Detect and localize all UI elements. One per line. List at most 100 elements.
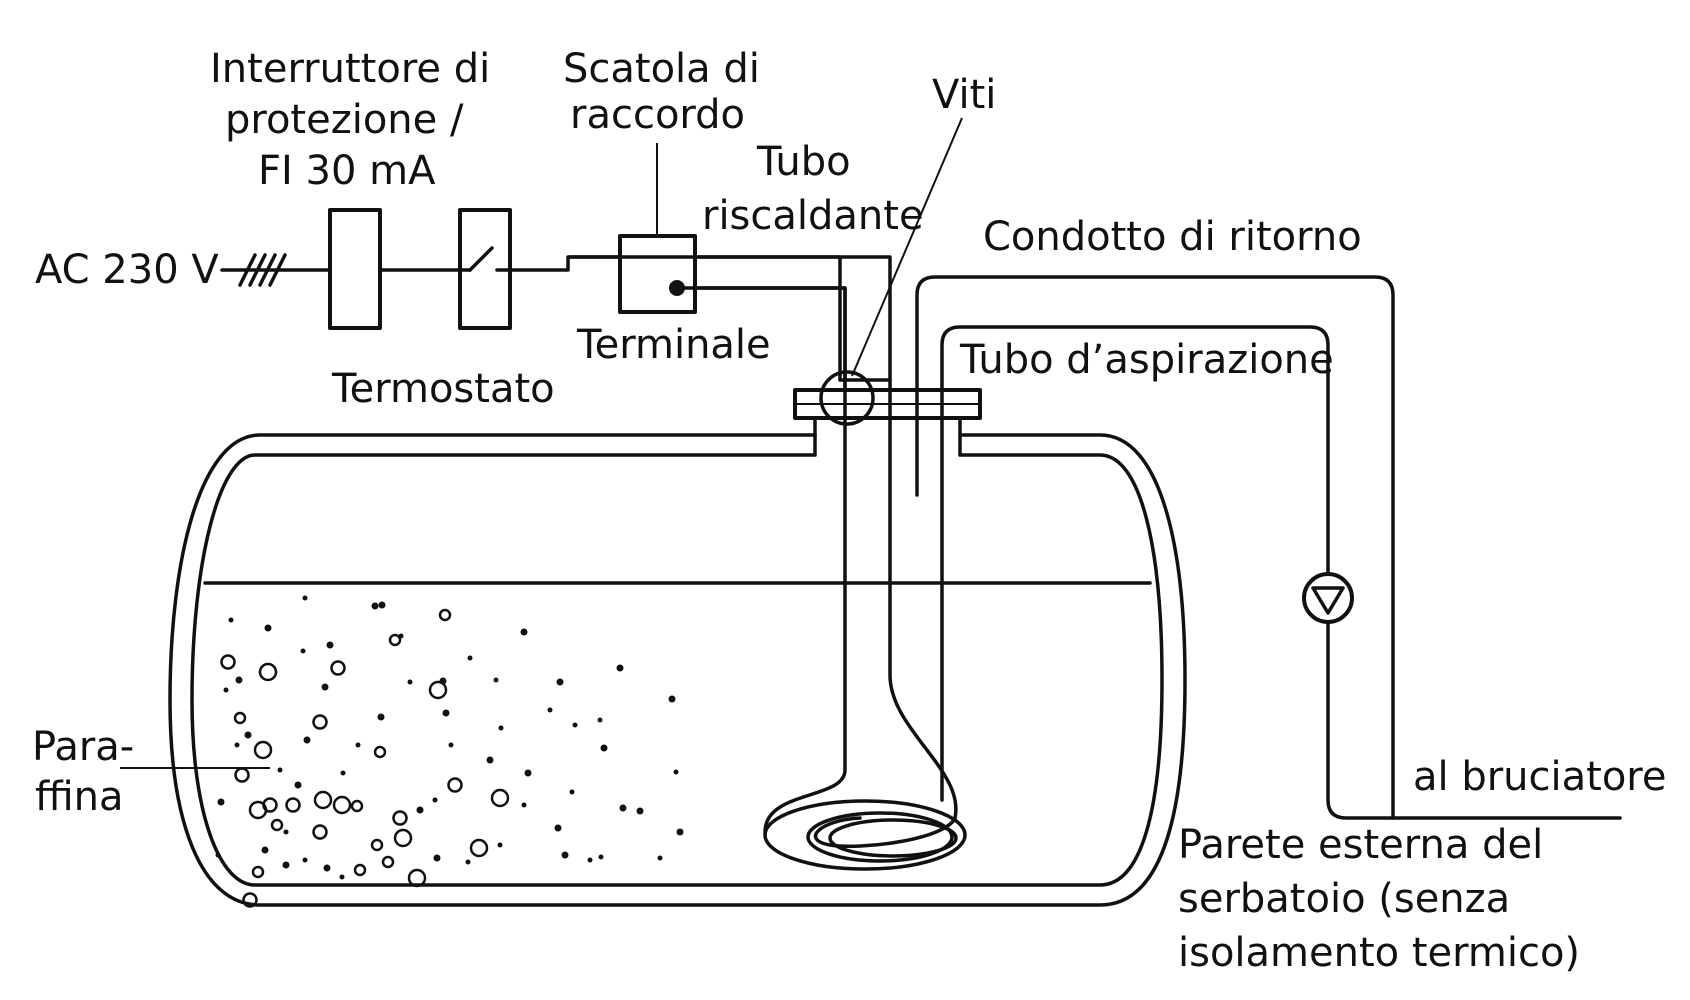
crystal-dot <box>323 864 331 872</box>
crystal-circle <box>313 790 333 810</box>
crystal-dot <box>569 789 575 795</box>
crystal-dot <box>261 846 269 854</box>
viti-label: Viti <box>932 72 996 118</box>
crystal-dot <box>657 855 663 861</box>
screws-marker <box>819 370 875 426</box>
crystal-dot <box>597 717 603 723</box>
crystal-dot <box>467 655 473 661</box>
crystal-dot <box>556 678 564 686</box>
crystal-circle <box>234 767 250 783</box>
crystal-circle <box>370 838 384 852</box>
crystal-circle <box>233 711 247 725</box>
crystal-circle <box>242 892 258 908</box>
crystal-dot <box>340 770 346 776</box>
crystal-dot <box>547 707 553 713</box>
power-line-3 <box>508 255 622 272</box>
crystal-circle <box>330 660 346 676</box>
crystal-dot <box>302 857 308 863</box>
pump-body <box>1302 572 1354 624</box>
crystal-circle <box>270 818 284 832</box>
heating-tube-top <box>693 255 892 382</box>
parete-label-line1: Parete esterna del <box>1178 822 1543 868</box>
interruttore-label-line2: protezione / <box>225 97 464 143</box>
crystal-dot <box>561 851 569 859</box>
crystal-circle <box>490 788 510 808</box>
crystal-circle <box>258 662 278 682</box>
pump-icon <box>1302 572 1354 624</box>
crystal-dot <box>521 802 527 808</box>
tubo-riscaldante-label-line2: riscaldante <box>702 193 924 239</box>
crystal-circle <box>350 799 364 813</box>
crystal-dot <box>223 687 229 693</box>
crystal-dot <box>244 731 252 739</box>
crystal-dot <box>600 744 608 752</box>
tubo-riscaldante-label-line1: Tubo <box>756 139 851 185</box>
heating-coil-middle <box>806 811 954 863</box>
crystal-circle <box>438 608 452 622</box>
crystal-dot <box>378 601 386 609</box>
crystal-dot <box>326 641 334 649</box>
crystal-circle <box>332 795 352 815</box>
crystal-circle <box>428 680 448 700</box>
crystal-dot <box>217 798 225 806</box>
crystal-dot <box>439 677 447 685</box>
pump-triangle <box>1311 586 1345 615</box>
crystal-dot <box>554 824 562 832</box>
crystal-dot <box>300 648 306 654</box>
crystal-circle <box>251 865 265 879</box>
crystal-dot <box>432 797 438 803</box>
parete-label-line3: isolamento termico) <box>1178 930 1580 976</box>
crystal-dot <box>321 683 329 691</box>
crystal-dot <box>433 854 441 862</box>
heating-tube-line <box>568 255 958 849</box>
crystal-dot <box>398 633 404 639</box>
crystal-dot <box>676 828 684 836</box>
crystal-dot <box>282 861 290 869</box>
heating-tube-inner <box>678 286 847 834</box>
heating-tube-return-top <box>693 286 847 392</box>
crystal-dot <box>616 664 624 672</box>
crystal-dot <box>465 859 471 865</box>
crystal-dot <box>235 676 243 684</box>
scatola-label-line2: raccordo <box>570 92 745 138</box>
crystal-dot <box>264 624 272 632</box>
crystal-circle <box>469 838 489 858</box>
suction-line <box>940 325 1622 820</box>
condotto-ritorno-label: Condotto di ritorno <box>983 214 1362 260</box>
crystal-circle <box>447 777 463 793</box>
crystal-circle <box>285 797 301 813</box>
crystal-dot <box>234 742 240 748</box>
crystal-dot <box>228 617 234 623</box>
paraffina-label-line1: Para- <box>32 724 134 770</box>
crystal-dot <box>673 769 679 775</box>
tank-inner-wall <box>190 453 1164 887</box>
interruttore-label-line3: FI 30 mA <box>258 148 436 194</box>
scatola-label-line1: Scatola di <box>563 46 760 92</box>
three-phase-mark-icon <box>238 253 287 287</box>
crystal-dot <box>486 756 494 764</box>
crystal-circle <box>312 824 328 840</box>
crystal-circle <box>262 797 278 813</box>
crystal-dot <box>377 713 385 721</box>
crystal-circle <box>373 745 387 759</box>
crystal-dot <box>619 804 627 812</box>
crystal-circle <box>353 863 367 877</box>
crystal-dot <box>407 679 413 685</box>
crystal-dot <box>215 852 221 858</box>
crystal-dot <box>339 874 345 880</box>
al-bruciatore-label: al bruciatore <box>1413 754 1666 800</box>
parete-label-line2: serbatoio (senza <box>1178 876 1510 922</box>
crystal-dot <box>524 769 532 777</box>
paraffin-crystals <box>215 595 684 908</box>
junction-box <box>618 234 697 314</box>
heating-tube <box>568 255 967 871</box>
tubo-aspirazione-label: Tubo d’aspirazione <box>959 337 1334 383</box>
viti-leader <box>851 117 963 377</box>
return-line <box>915 275 1395 820</box>
crystal-dot <box>355 742 361 748</box>
crystal-dot <box>668 695 676 703</box>
crystal-dot <box>303 736 311 744</box>
crystal-circle <box>388 633 402 647</box>
crystal-circle <box>407 868 427 888</box>
